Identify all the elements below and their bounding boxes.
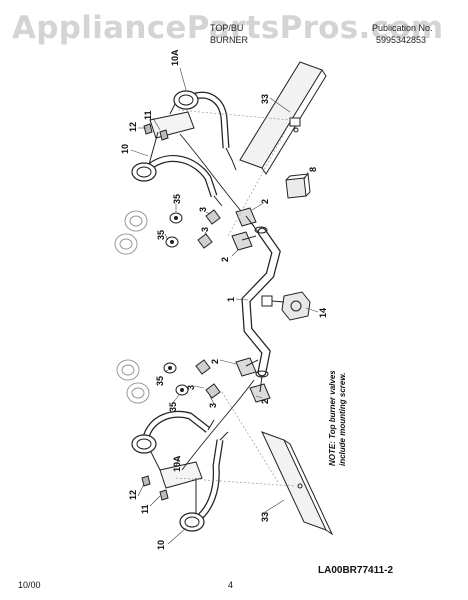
section-code: TOP/BU bbox=[210, 23, 244, 33]
callout-8: 8 bbox=[308, 167, 318, 172]
callout-leader-lines bbox=[130, 67, 319, 545]
callout-35-b: 35 bbox=[156, 230, 166, 240]
manifold-end-cap-top bbox=[254, 226, 268, 234]
callout-2-c: 2 bbox=[210, 359, 220, 364]
valve-spring-bottom-2 bbox=[205, 383, 221, 399]
callout-10-top: 10 bbox=[120, 144, 130, 154]
burner-valve-top-1 bbox=[235, 207, 259, 233]
footer-drawing-code: LA00BR77411-2 bbox=[318, 565, 394, 576]
valve-spring-top-1 bbox=[205, 209, 221, 225]
pressure-regulator bbox=[271, 291, 311, 321]
valve-spring-top-2 bbox=[197, 233, 213, 249]
spark-module bbox=[285, 173, 311, 199]
callout-10a-top: 10A bbox=[170, 49, 180, 66]
knob-bezel-bottom-1 bbox=[116, 359, 140, 381]
callout-11-top: 11 bbox=[143, 110, 153, 120]
screw-part-12-bottom bbox=[141, 475, 151, 487]
knob-bezel-bottom-2 bbox=[126, 382, 150, 404]
callout-2-d: 2 bbox=[260, 399, 270, 404]
note-line-1: NOTE: Top burner valves bbox=[328, 370, 337, 466]
callout-33-bottom: 33 bbox=[260, 512, 270, 522]
burner-bracket-bottom bbox=[261, 431, 334, 536]
callout-35-c: 35 bbox=[155, 376, 165, 386]
callout-14: 14 bbox=[318, 308, 328, 318]
screw-part-12-top bbox=[143, 123, 153, 135]
igniter-lead-bottom bbox=[181, 379, 255, 471]
clip-part-11-bottom bbox=[159, 489, 169, 501]
callout-10-bottom: 10 bbox=[156, 540, 166, 550]
callout-12-top: 12 bbox=[128, 122, 138, 132]
callout-3-d: 3 bbox=[208, 403, 218, 408]
callout-3-b: 3 bbox=[200, 227, 210, 232]
burner-valve-bottom-2 bbox=[249, 375, 271, 403]
watermark: AppliancePartsPros.com bbox=[12, 10, 444, 46]
knob-bezel-top-1 bbox=[124, 210, 148, 232]
callout-12-bottom: 12 bbox=[128, 490, 138, 500]
seal-washer-top-1 bbox=[169, 212, 183, 224]
callout-10a-bottom: 10A bbox=[172, 455, 182, 472]
callout-3-c: 3 bbox=[186, 385, 196, 390]
callout-2-b: 2 bbox=[220, 257, 230, 262]
callout-11-bottom: 11 bbox=[140, 504, 150, 514]
callout-3-a: 3 bbox=[198, 207, 208, 212]
valve-spring-bottom-1 bbox=[195, 359, 211, 375]
callout-35-a: 35 bbox=[172, 194, 182, 204]
footer-date: 10/00 bbox=[18, 580, 41, 590]
knob-bezel-top-2 bbox=[114, 233, 138, 255]
clip-part-11-top bbox=[159, 129, 169, 141]
seal-washer-bottom-2 bbox=[175, 384, 189, 396]
callout-2-a: 2 bbox=[260, 199, 270, 204]
burner-bracket-top bbox=[239, 61, 327, 175]
publication-label: Publication No. bbox=[372, 23, 433, 33]
footer-page-number: 4 bbox=[228, 580, 234, 590]
seal-washer-bottom-1 bbox=[163, 362, 177, 374]
burner-valve-top-2 bbox=[231, 231, 257, 251]
manifold-inlet-fitting bbox=[261, 295, 273, 307]
callout-33-top: 33 bbox=[260, 94, 270, 104]
section-title: BURNER bbox=[210, 35, 249, 45]
top-burner-assembly bbox=[131, 90, 237, 207]
callout-35-d: 35 bbox=[168, 402, 178, 412]
callout-1: 1 bbox=[226, 297, 236, 302]
publication-number: 5995342853 bbox=[376, 35, 427, 45]
burner-valve-bottom-1 bbox=[235, 357, 259, 377]
note-line-2: include mounting screw. bbox=[338, 373, 347, 467]
bottom-burner-assembly bbox=[131, 410, 229, 532]
seal-washer-top-2 bbox=[165, 236, 179, 248]
